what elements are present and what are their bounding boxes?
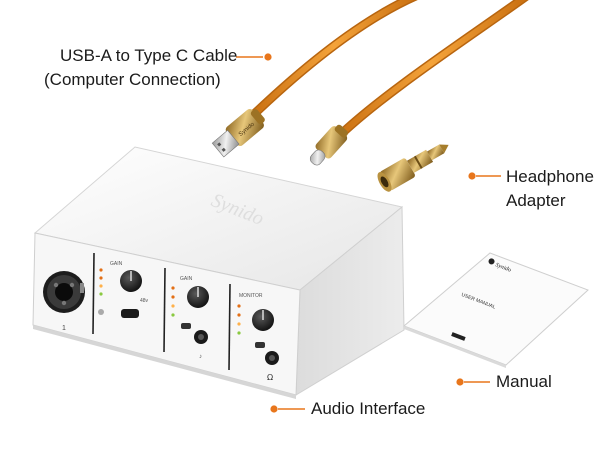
usb-cable-label-line2: (Computer Connection) [44,70,221,89]
panel-divider [92,252,95,335]
panel-divider [228,283,231,371]
callout-manual: Manual [496,372,552,391]
panel-divider [163,267,166,353]
user-manual: Synido USER MANUAL [403,252,589,368]
usb-c-cable [309,0,529,166]
manual-logo: Synido [494,262,511,273]
knob-1-label: GAIN [110,261,123,267]
guitar-icon: ♪ [199,354,202,360]
headphone-label-line2: Adapter [506,191,566,210]
callout-usb-cable: USB-A to Type C Cable (Computer Connecti… [44,44,237,92]
knob-2-label: GAIN [180,276,193,282]
combo-input-jack [43,271,85,313]
callout-manual-pointer [456,378,490,386]
callout-usb-cable-pointer [236,53,272,61]
callout-headphone-adapter: Headphone Adapter [506,165,594,213]
channel-2-section: GAIN ♪ [171,276,209,360]
phantom-power-label: 48v [140,298,149,304]
input-number-label: 1 [62,325,66,332]
callout-audio-interface: Audio Interface [311,399,426,418]
usb-a-cable: Synido [211,0,418,158]
phantom-power-button[interactable] [121,309,139,318]
audio-interface: Synido 1 GAIN [32,146,405,399]
channel-1-section: GAIN 48v [98,261,149,318]
monitor-section: MONITOR Ω [237,293,279,382]
knob-3-label: MONITOR [239,293,263,299]
headphone-label-line1: Headphone [506,167,594,186]
usb-cable-label-line1: USB-A to Type C Cable [60,46,238,65]
headphone-icon: Ω [267,373,273,382]
headphone-adapter [377,144,449,192]
callout-interface-pointer [270,405,305,413]
callout-headphone-pointer [468,172,501,180]
